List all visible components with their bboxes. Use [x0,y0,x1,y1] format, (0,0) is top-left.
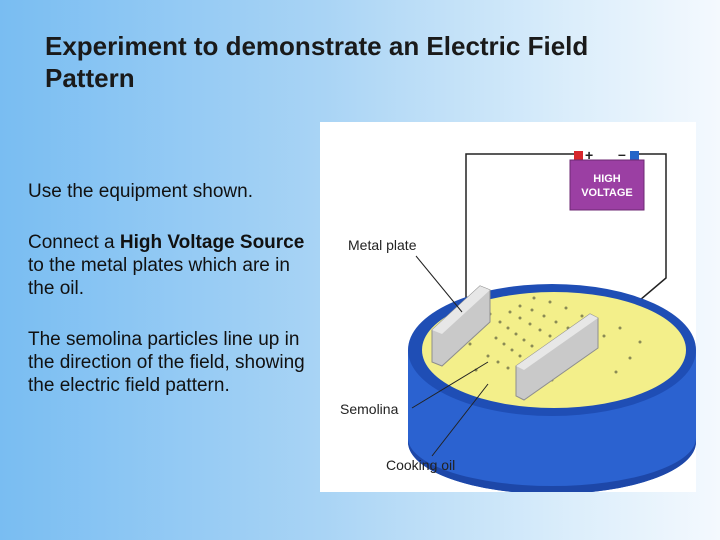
positive-sign: + [585,147,593,163]
paragraph-connect: Connect a High Voltage Source to the met… [28,231,318,300]
paragraph-text: Use the equipment shown. [28,181,253,202]
paragraph-text: Connect a [28,232,120,253]
negative-sign: – [618,146,626,162]
positive-terminal [574,151,583,160]
paragraph-equipment: Use the equipment shown. [28,180,318,203]
cooking-oil-label: Cooking oil [386,457,455,473]
metal-plate-label: Metal plate [348,237,417,253]
semolina-label: Semolina [340,401,399,417]
slide-title: Experiment to demonstrate an Electric Fi… [45,31,589,93]
metal-plate-leader [415,255,463,313]
paragraph-text: The semolina particles line up in the di… [28,329,305,396]
paragraph-semolina: The semolina particles line up in the di… [28,328,318,397]
negative-terminal [630,151,639,160]
experiment-figure: + – HIGH VOLTAGE [320,122,696,492]
semolina-leader [411,361,489,409]
high-voltage-label-2: VOLTAGE [581,187,633,199]
paragraph-text: to the metal plates which are in the oil… [28,255,290,299]
metal-plate-right-top [516,314,598,370]
paragraph-bold-text: High Voltage Source [119,232,305,253]
slide-body: Use the equipment shown. Connect a High … [28,180,318,425]
high-voltage-label-1: HIGH [593,173,621,185]
high-voltage-box [569,159,645,211]
experiment-diagram: + – HIGH VOLTAGE [340,146,696,492]
cooking-oil-leader [431,383,489,457]
